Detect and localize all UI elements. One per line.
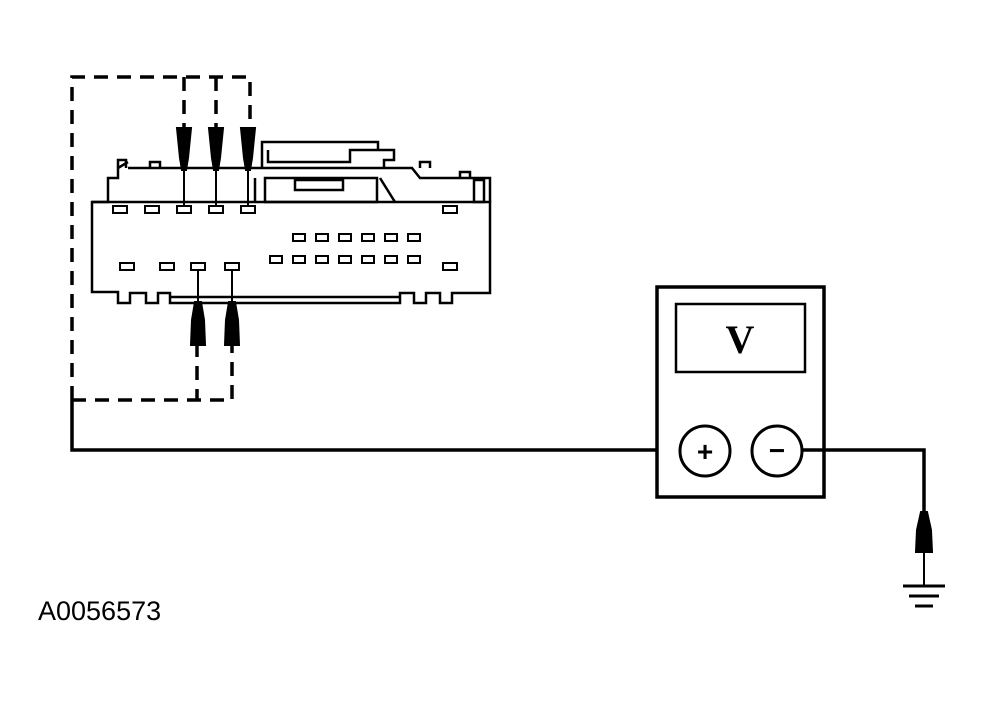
top-probes (175, 127, 257, 206)
probe-icon (223, 270, 241, 346)
probe-icon (207, 127, 225, 206)
voltmeter-symbol: V (726, 317, 755, 362)
probe-icon (914, 511, 934, 585)
voltmeter: V + − (655, 285, 826, 499)
probe-icon (239, 127, 257, 206)
connector-pins (112, 205, 458, 271)
positive-test-lead (70, 400, 680, 452)
negative-terminal-label: − (769, 435, 785, 466)
probe-harness-dashed (70, 75, 252, 402)
ground-icon (903, 584, 945, 608)
probe-icon (175, 127, 193, 206)
voltmeter-display (674, 302, 807, 374)
probe-icon (189, 270, 207, 346)
bottom-probes (189, 270, 241, 346)
negative-test-lead (802, 448, 926, 512)
positive-terminal (678, 424, 732, 478)
multi-pin-connector (90, 140, 492, 305)
positive-terminal-label: + (697, 436, 713, 467)
figure-id: A0056573 (38, 596, 162, 626)
